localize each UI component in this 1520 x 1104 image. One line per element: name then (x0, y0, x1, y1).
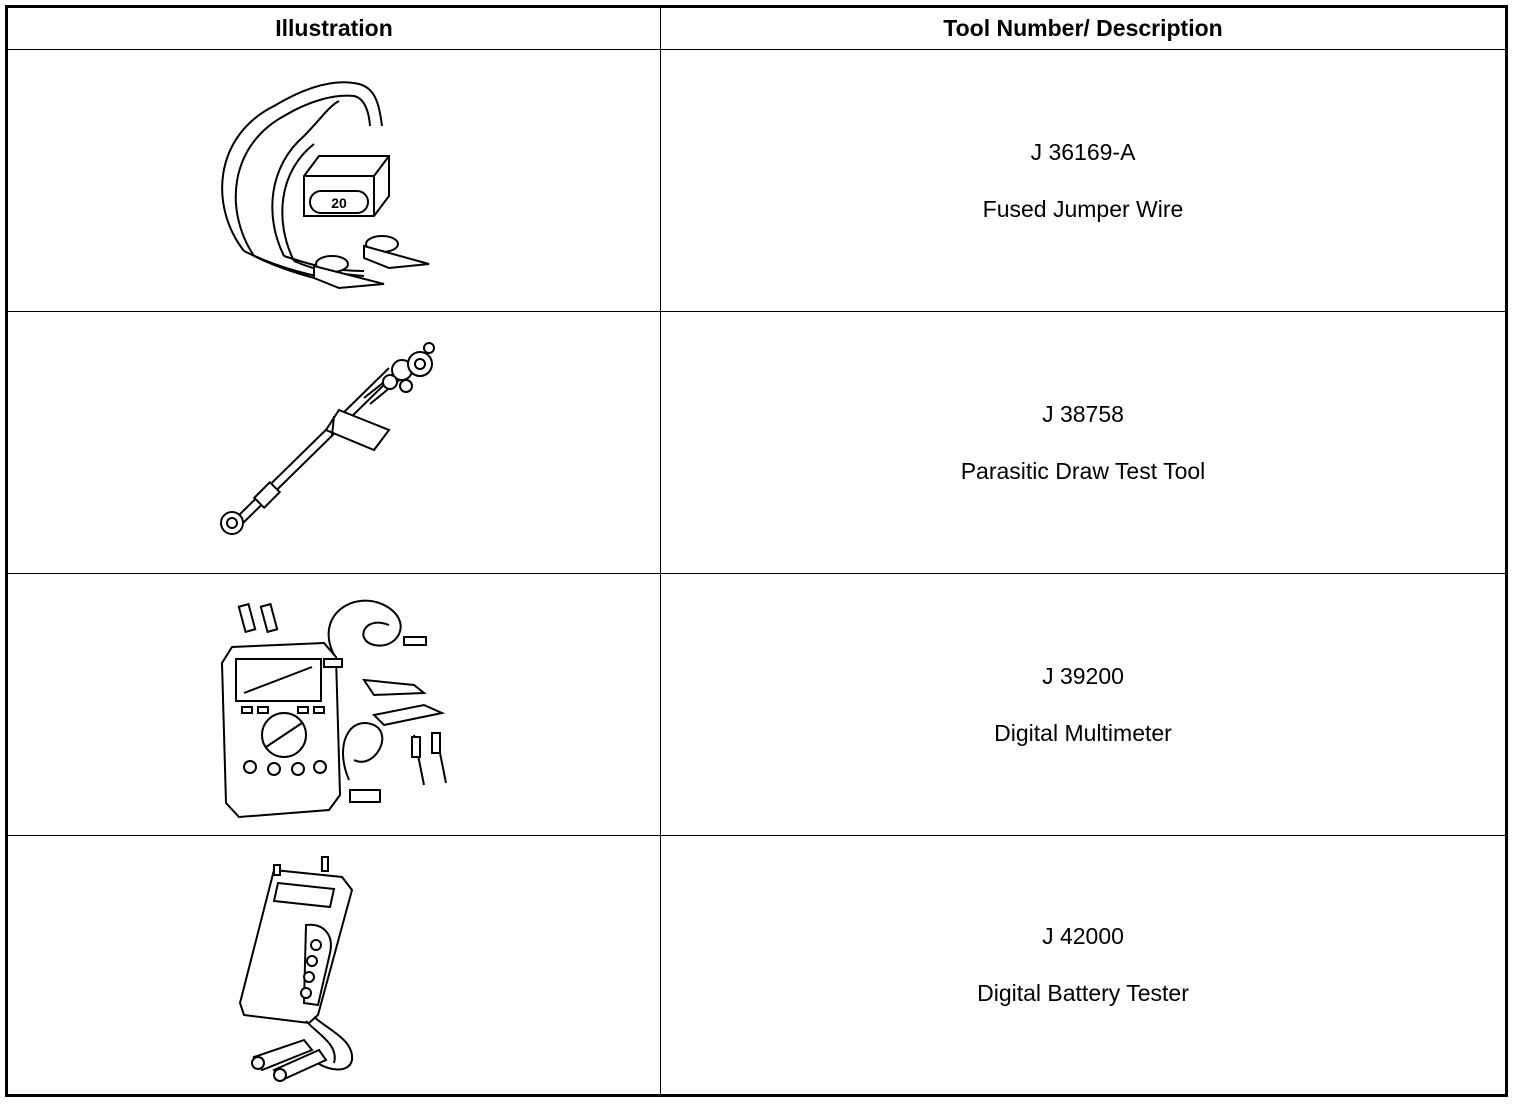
tool-description: Digital Multimeter (994, 719, 1172, 746)
digital-battery-tester-icon (238, 856, 354, 1082)
illustration-cell (8, 836, 661, 1094)
tool-description-cell: J 38758 Parasitic Draw Test Tool (661, 312, 1505, 573)
tool-number: J 39200 (1042, 662, 1124, 689)
tool-description-cell: J 39200 Digital Multimeter (661, 574, 1505, 835)
tool-description-cell: J 36169-A Fused Jumper Wire (661, 50, 1505, 311)
table-row: J 39200 Digital Multimeter (8, 574, 1505, 836)
tool-description: Digital Battery Tester (977, 980, 1189, 1006)
tool-description-cell: J 42000 Digital Battery Tester (661, 836, 1505, 1094)
tool-description: Fused Jumper Wire (982, 195, 1184, 222)
parasitic-draw-test-tool-icon (220, 341, 435, 535)
tool-description: Parasitic Draw Test Tool (960, 457, 1206, 484)
fuse-rating-label: 20 (331, 195, 347, 211)
table-header-row: Illustration Tool Number/ Description (8, 8, 1505, 50)
table-row: 20 J 36169-A Fused Jumper Wire (8, 50, 1505, 312)
tool-number: J 36169-A (1030, 138, 1136, 165)
tool-number: J 38758 (1042, 400, 1124, 427)
table-row: J 38758 Parasitic Draw Test Tool (8, 312, 1505, 574)
tool-table: Illustration Tool Number/ Description (5, 5, 1508, 1097)
illustration-column-header: Illustration (8, 8, 661, 49)
illustration-cell (8, 574, 661, 835)
illustration-cell: 20 (8, 50, 661, 311)
tool-column-header: Tool Number/ Description (943, 15, 1223, 41)
illustration-cell (8, 312, 661, 573)
digital-multimeter-icon (220, 599, 447, 818)
fused-jumper-wire-icon: 20 (221, 80, 430, 289)
table-row: J 42000 Digital Battery Tester (8, 836, 1505, 1094)
tool-number: J 42000 (1042, 923, 1124, 949)
